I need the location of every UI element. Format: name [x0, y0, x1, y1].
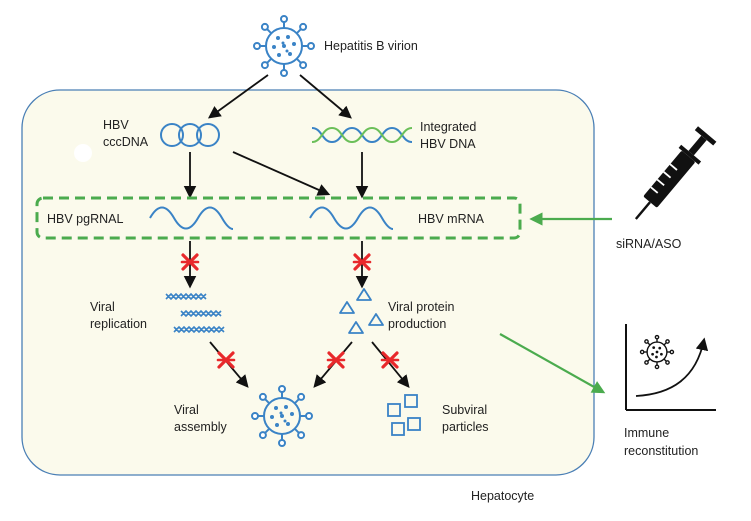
therapy-label: siRNA/ASO [616, 237, 682, 251]
arrow-virion-to-integrated [299, 74, 352, 119]
immune-label-1: Immune [624, 426, 669, 440]
replication-strands-icon [165, 292, 225, 334]
immune-chart-icon [625, 324, 716, 411]
virion-label: Hepatitis B virion [324, 39, 418, 53]
protein-label-2: production [388, 317, 446, 331]
rna-wave-icon [149, 206, 234, 230]
arrow-cccdna-to-mrna [232, 151, 331, 196]
triangles-protein-icon [339, 288, 384, 334]
assembly-label-2: assembly [174, 420, 228, 434]
squares-particles-icon [387, 394, 421, 436]
pgrna-label: HBV pgRNAL [47, 212, 123, 226]
rna-wave-icon-2 [309, 206, 394, 230]
cccdna-label-1: HBV [103, 118, 129, 132]
cell-highlight [74, 144, 92, 162]
cccdna-label-2: cccDNA [103, 135, 149, 149]
immune-label-2: reconstitution [624, 444, 698, 458]
replication-label-2: replication [90, 317, 147, 331]
mrna-label: HBV mRNA [418, 212, 485, 226]
rna-target-box [35, 196, 522, 240]
hepatocyte-label: Hepatocyte [471, 489, 534, 503]
subviral-label-1: Subviral [442, 403, 487, 417]
integrated-label-2: HBV DNA [420, 137, 476, 151]
integrated-label-1: Integrated [420, 120, 476, 134]
assembly-label-1: Viral [174, 403, 199, 417]
arrow-virion-to-cccdna [207, 74, 269, 119]
syringe-icon [634, 126, 717, 220]
cccdna-circles-icon [160, 123, 220, 147]
replication-label-1: Viral [90, 300, 115, 314]
integrated-dna-helix-icon [311, 126, 413, 144]
virion-icon-assembly [251, 385, 313, 447]
protein-label-1: Viral protein [388, 300, 455, 314]
hepatocyte-cell [21, 89, 595, 476]
arrow-protein-to-subviral [371, 341, 410, 388]
subviral-label-2: particles [442, 420, 489, 434]
arrow-to-immune [499, 333, 606, 394]
virion-icon [253, 15, 315, 77]
